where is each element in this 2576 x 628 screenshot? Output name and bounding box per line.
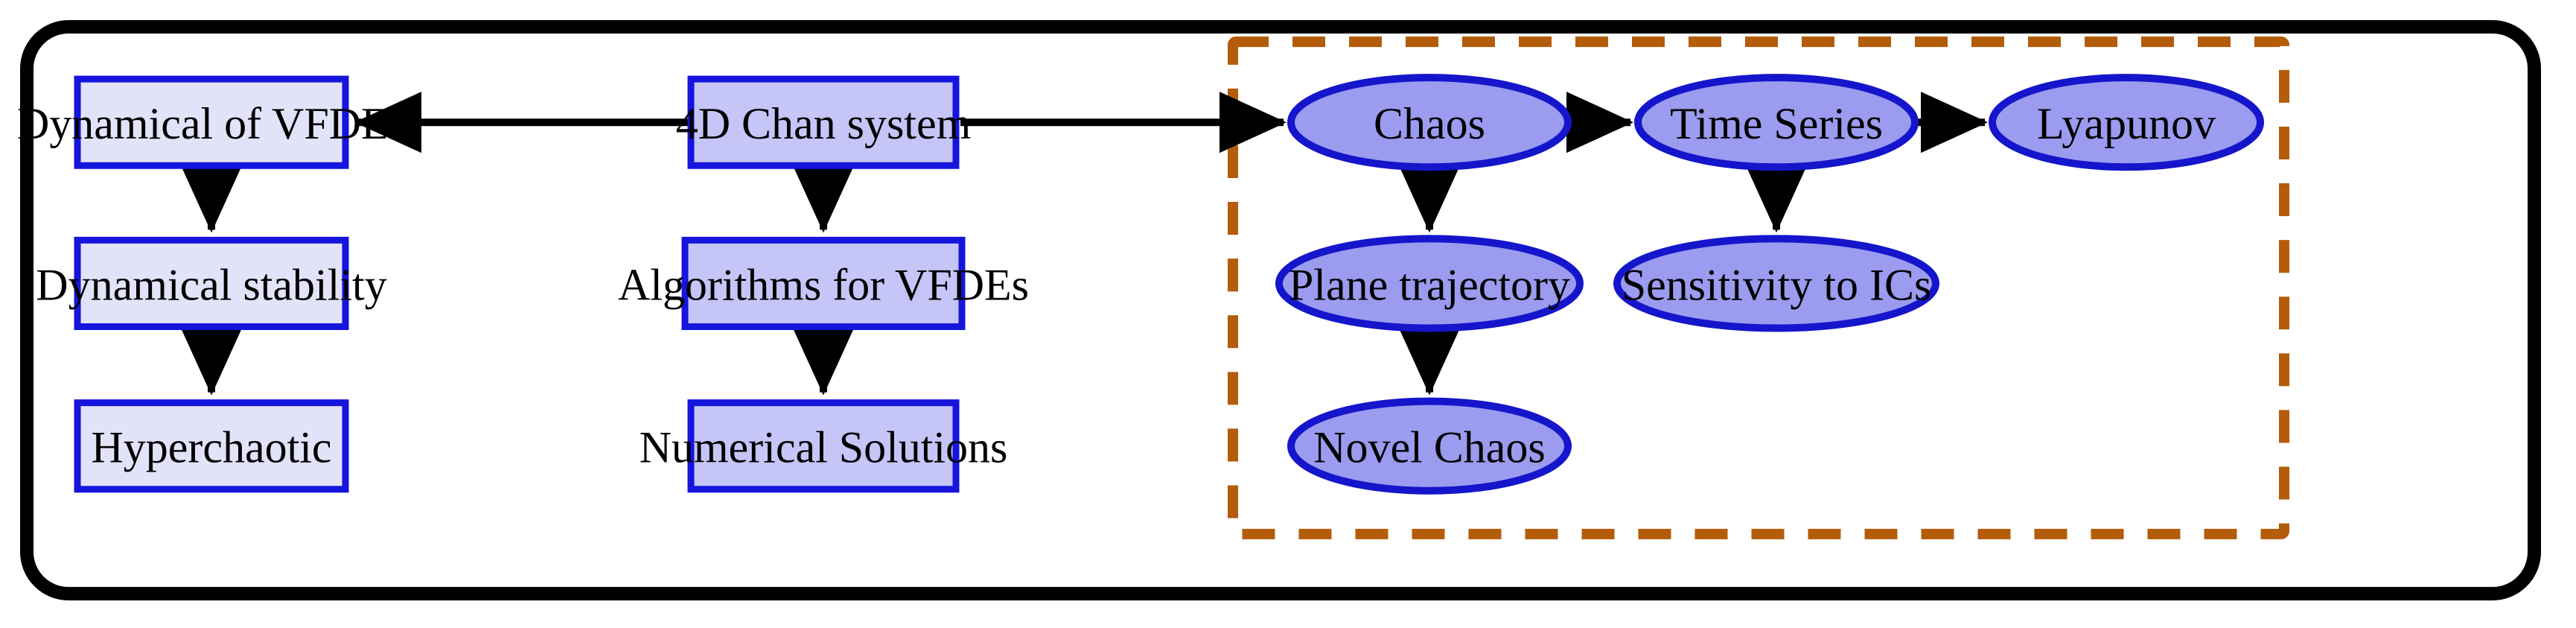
node-shape — [1989, 74, 2264, 171]
node-shape — [74, 399, 349, 493]
node-label: Hyperchaotic — [91, 423, 331, 472]
outer-frame — [20, 20, 2541, 600]
node-dynamical-stability[interactable]: Dynamical stability — [36, 236, 387, 331]
edges-layer — [181, 92, 1988, 396]
node-sensitivity-to-ics[interactable]: Sensitivity to ICs — [1613, 235, 1939, 332]
ellipses-layer: Chaos Time Series Lyapunov Plane traject… — [1275, 74, 2264, 495]
node-4d-chan-system[interactable]: 4D Chan system — [676, 75, 972, 169]
node-numerical-solutions[interactable]: Numerical Solutions — [640, 399, 1008, 493]
node-shape — [687, 75, 960, 169]
node-label: Algorithms for VFDEs — [618, 260, 1029, 309]
node-lyapunov[interactable]: Lyapunov — [1989, 74, 2264, 171]
chaos-analysis-group-border — [1228, 37, 2289, 539]
node-shape — [687, 399, 960, 493]
node-shape — [1287, 397, 1572, 495]
node-plane-trajectory[interactable]: Plane trajectory — [1275, 235, 1584, 332]
node-dynamical-of-vfdes[interactable]: Dynamical of VFDEs — [17, 75, 406, 169]
node-shape — [74, 236, 349, 331]
node-label: Numerical Solutions — [640, 423, 1008, 472]
node-hyperchaotic[interactable]: Hyperchaotic — [74, 399, 349, 493]
node-novel-chaos[interactable]: Novel Chaos — [1287, 397, 1572, 495]
boxes-layer: Dynamical of VFDEs Dynamical stability H… — [17, 75, 1029, 493]
node-label: Novel Chaos — [1313, 423, 1546, 472]
node-shape — [1287, 74, 1572, 171]
node-label: Time Series — [1670, 99, 1883, 148]
node-shape — [681, 236, 966, 331]
node-shape — [1634, 74, 1919, 171]
node-algorithms-for-vfdes[interactable]: Algorithms for VFDEs — [618, 236, 1029, 331]
node-label: 4D Chan system — [676, 99, 972, 148]
node-label: Chaos — [1374, 99, 1485, 148]
node-label: Plane trajectory — [1289, 260, 1570, 309]
node-shape — [1613, 235, 1939, 332]
node-label: Dynamical stability — [36, 260, 386, 309]
node-chaos[interactable]: Chaos — [1287, 74, 1572, 171]
node-shape — [74, 75, 349, 169]
node-time-series[interactable]: Time Series — [1634, 74, 1919, 171]
node-label: Dynamical of VFDEs — [17, 99, 406, 148]
node-label: Lyapunov — [2037, 99, 2216, 148]
node-label: Sensitivity to ICs — [1622, 260, 1932, 309]
node-shape — [1275, 235, 1584, 332]
